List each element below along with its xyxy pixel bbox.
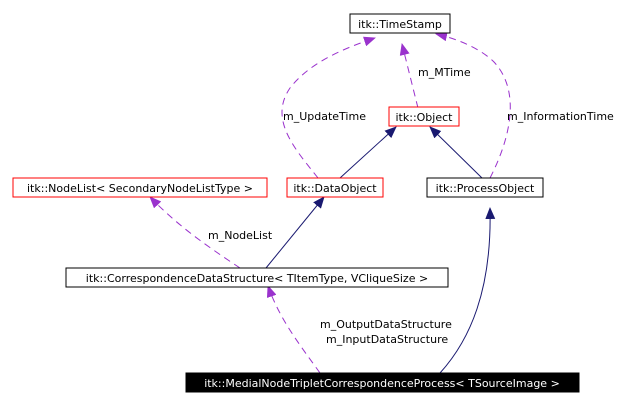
edge-dataobject-timestamp [281, 36, 376, 179]
edge-correspondence-dataobject [265, 196, 325, 269]
node-correspondence[interactable]: itk::CorrespondenceDataStructure< TItemT… [65, 267, 449, 288]
node-medial: itk::MedialNodeTripletCorrespondenceProc… [185, 372, 580, 393]
node-processobject[interactable]: itk::ProcessObject [426, 177, 544, 198]
node-processobject-label: itk::ProcessObject [436, 182, 535, 195]
node-object[interactable]: itk::Object [388, 106, 460, 127]
label-m-informationtime: m_InformationTime [507, 110, 614, 123]
node-medial-label: itk::MedialNodeTripletCorrespondenceProc… [204, 377, 560, 390]
node-dataobject-label: itk::DataObject [293, 182, 377, 195]
label-m-nodelist: m_NodeList [208, 229, 273, 242]
label-m-outputdatastructure: m_OutputDataStructure [320, 318, 452, 331]
label-m-mtime: m_MTime [418, 66, 471, 79]
node-nodelist-label: itk::NodeList< SecondaryNodeListType > [27, 182, 253, 195]
node-correspondence-label: itk::CorrespondenceDataStructure< TItemT… [86, 272, 428, 285]
node-nodelist[interactable]: itk::NodeList< SecondaryNodeListType > [12, 177, 268, 198]
edge-medial-processobject [439, 207, 496, 374]
label-m-updatetime: m_UpdateTime [283, 110, 366, 123]
edge-processobject-timestamp [435, 31, 511, 179]
node-dataobject[interactable]: itk::DataObject [286, 177, 384, 198]
label-m-inputdatastructure: m_InputDataStructure [326, 333, 448, 346]
edge-processobject-object [429, 126, 483, 179]
node-timestamp-label: itk::TimeStamp [358, 18, 442, 31]
edge-medial-correspondence [266, 285, 321, 374]
edge-labels: m_MTime m_UpdateTime m_InformationTime m… [208, 66, 614, 346]
node-timestamp[interactable]: itk::TimeStamp [349, 13, 451, 34]
edge-dataobject-object [339, 126, 397, 179]
edge-object-timestamp [399, 43, 419, 109]
node-object-label: itk::Object [396, 111, 454, 124]
edges [149, 31, 511, 374]
edge-correspondence-nodelist [149, 196, 241, 269]
